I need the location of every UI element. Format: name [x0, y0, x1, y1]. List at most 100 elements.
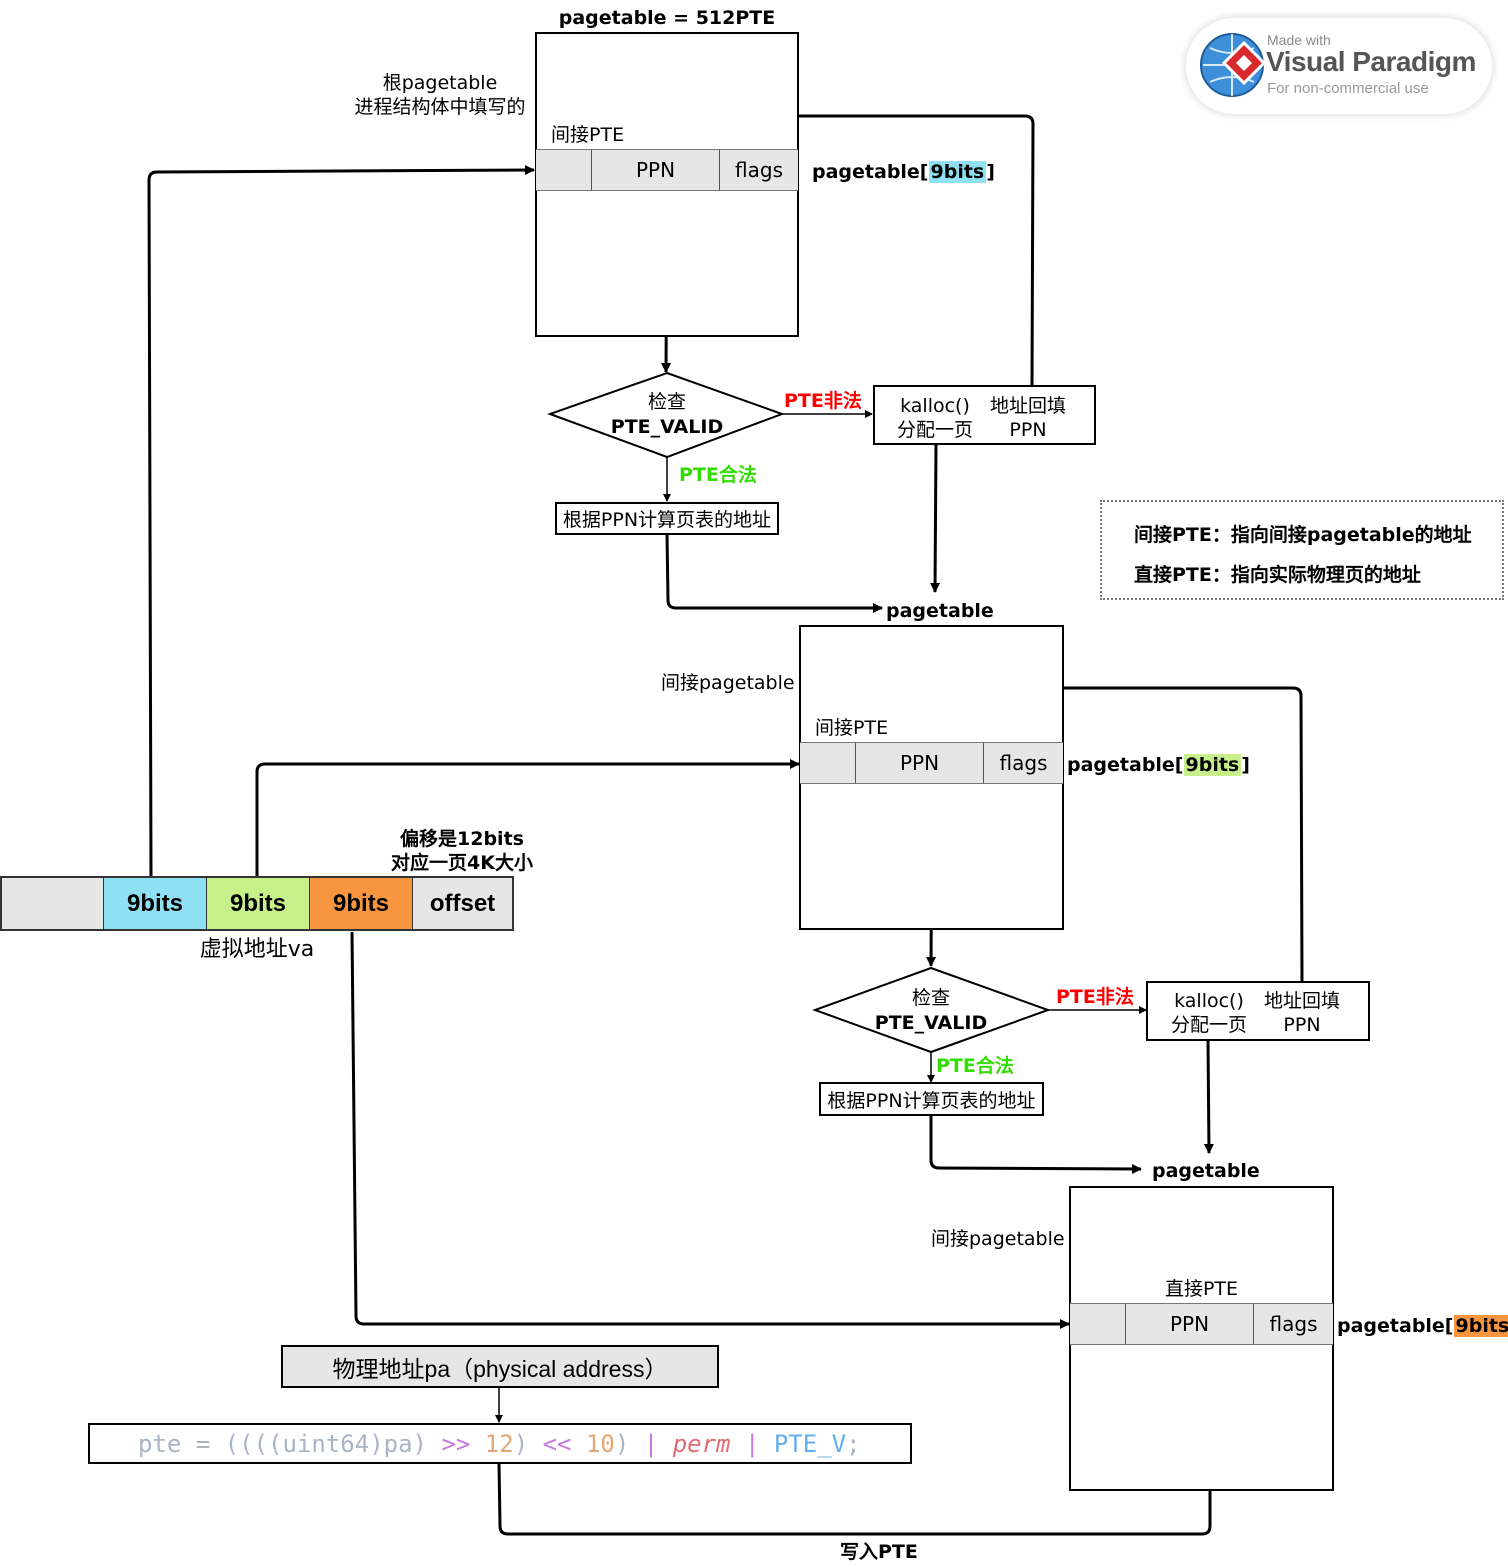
offset-note-line2: 对应一页4K大小 — [391, 852, 533, 874]
code-token — [470, 1430, 484, 1458]
root-note-line1: 根pagetable — [382, 72, 498, 94]
write-pte-label: 写入PTE — [840, 1541, 918, 1563]
flags-cell: flags — [999, 751, 1048, 775]
arrow-top-compute-to-mid — [665, 533, 883, 613]
flags-cell: flags — [735, 158, 783, 182]
arrow-top-alloc-to-mid — [930, 443, 941, 593]
mid-legal-label: PTE合法 — [936, 1055, 1014, 1077]
code-token: >> — [441, 1429, 471, 1458]
code-token — [759, 1430, 773, 1458]
index-prefix: pagetable[ — [1067, 754, 1184, 776]
check-diamond-mid — [812, 966, 1051, 1054]
visual-paradigm-name: Visual Paradigm — [1266, 46, 1476, 77]
va-level2-segment: 9bits — [104, 878, 207, 929]
top-alloc-right1: 地址回填 — [989, 395, 1066, 417]
bottom-side-label: 间接pagetable — [931, 1228, 1065, 1250]
index-suffix: ] — [986, 161, 995, 183]
mid-pte-label: 间接PTE — [815, 717, 889, 739]
root-pte-label: 间接PTE — [551, 124, 625, 146]
visual-paradigm-badge: Made with Visual Paradigm For non-commer… — [1186, 18, 1492, 114]
check-mid-line1: 检查 — [911, 987, 950, 1009]
bottom-pte-label: 直接PTE — [1164, 1278, 1239, 1300]
top-alloc-right2: PPN — [1009, 419, 1047, 441]
index-suffix: ] — [1241, 754, 1250, 776]
mid-alloc-left2: 分配一页 — [1170, 1014, 1247, 1036]
va-label: 虚拟地址va — [199, 937, 315, 962]
bottom-pte-row: PPN flags — [1070, 1303, 1333, 1345]
offset-note-line1: 偏移是12bits — [400, 828, 524, 850]
index-prefix: pagetable[ — [812, 161, 929, 183]
code-token: | — [643, 1429, 659, 1458]
root-pte-row: PPN flags — [536, 149, 798, 191]
index-prefix: pagetable[ — [1337, 1315, 1454, 1337]
code-token: << — [542, 1429, 572, 1458]
top-alloc-left2: 分配一页 — [896, 419, 973, 441]
bottom-pagetable-title: pagetable — [1152, 1160, 1260, 1182]
mid-compute-box: 根据PPN计算页表的地址 — [819, 1082, 1044, 1116]
code-token: ) — [513, 1429, 543, 1458]
mid-pagetable-title: pagetable — [886, 600, 994, 622]
code-token: pte = ((((uint64)pa) — [138, 1429, 442, 1458]
check-top-line2: PTE_VALID — [610, 416, 724, 438]
legend-direct-pte: 直接PTE：指向实际物理页的地址 — [1134, 564, 1421, 586]
va-reserved-segment — [2, 878, 104, 929]
ppn-cell: PPN — [1126, 1304, 1254, 1344]
arrow-va-to-mid — [255, 759, 800, 877]
code-token: perm — [672, 1429, 731, 1458]
top-compute-box: 根据PPN计算页表的地址 — [555, 502, 779, 535]
va-level0-segment: 9bits — [310, 878, 413, 929]
top-alloc-box — [873, 385, 1096, 445]
bottom-index-label: pagetable[9bits] — [1337, 1315, 1508, 1338]
code-token: 12 — [484, 1429, 514, 1458]
pte-reserved-cell — [1070, 1304, 1126, 1344]
code-token: 10 — [585, 1429, 615, 1458]
code-token: ) — [614, 1429, 644, 1458]
code-token: | — [744, 1429, 760, 1458]
arrow-mid-compute-to-bottom — [929, 1115, 1142, 1174]
mid-illegal-label: PTE非法 — [1056, 986, 1134, 1008]
arrow-va-to-bottom — [350, 931, 1070, 1329]
mid-index-label: pagetable[9bits] — [1067, 754, 1250, 777]
visual-paradigm-logo-icon — [1200, 33, 1267, 97]
pte-code-box: pte = ((((uint64)pa) >> 12) << 10) | per… — [88, 1423, 912, 1464]
arrow-write-pte — [497, 1347, 1215, 1536]
index-bits-cyan: 9bits — [928, 161, 987, 183]
pte-reserved-cell — [536, 150, 592, 190]
mid-alloc-right1: 地址回填 — [1263, 990, 1340, 1012]
code-token: PTE_V — [773, 1429, 847, 1458]
code-token: ; — [846, 1429, 861, 1458]
check-mid-line2: PTE_VALID — [874, 1012, 988, 1034]
pte-reserved-cell — [800, 743, 856, 783]
code-token — [572, 1430, 586, 1458]
mid-pte-row: PPN flags — [800, 742, 1063, 784]
arrow-mid-alloc-to-bottom — [1203, 1039, 1214, 1154]
made-with-text: Made with — [1267, 32, 1331, 48]
va-level1-segment: 9bits — [207, 878, 310, 929]
legend-indirect-pte: 间接PTE：指向间接pagetable的地址 — [1134, 524, 1472, 546]
code-token — [730, 1430, 744, 1458]
flags-cell: flags — [1269, 1312, 1318, 1336]
arrow-va-to-root — [147, 165, 535, 878]
va-offset-segment: offset — [413, 878, 512, 929]
root-index-label: pagetable[9bits] — [812, 161, 995, 184]
legend-box: 间接PTE：指向间接pagetable的地址 直接PTE：指向实际物理页的地址 — [1100, 500, 1504, 600]
mid-alloc-right2: PPN — [1283, 1014, 1321, 1036]
top-illegal-label: PTE非法 — [784, 390, 862, 412]
mid-alloc-box — [1146, 981, 1370, 1041]
root-note-line2: 进程结构体中填写的 — [354, 96, 526, 118]
check-diamond-top — [547, 371, 785, 459]
index-bits-green: 9bits — [1183, 754, 1242, 776]
non-commercial-text: For non-commercial use — [1267, 80, 1429, 97]
code-token — [658, 1430, 672, 1458]
top-alloc-left1: kalloc() — [900, 395, 970, 417]
index-bits-orange: 9bits — [1453, 1315, 1508, 1337]
ppn-cell: PPN — [592, 150, 720, 190]
mid-alloc-left1: kalloc() — [1174, 990, 1244, 1012]
physical-address-box: 物理地址pa（physical address） — [281, 1345, 719, 1388]
root-pagetable-title: pagetable = 512PTE — [558, 7, 776, 29]
top-legal-label: PTE合法 — [679, 464, 757, 486]
mid-side-label: 间接pagetable — [661, 672, 795, 694]
virtual-address-bar: 9bits 9bits 9bits offset — [0, 876, 514, 931]
check-top-line1: 检查 — [647, 391, 686, 413]
